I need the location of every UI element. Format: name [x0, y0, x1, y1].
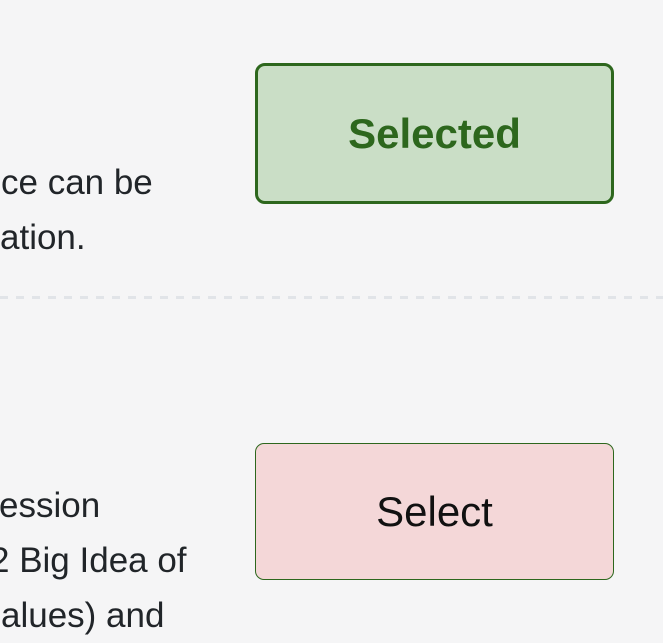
row-divider — [0, 296, 663, 299]
option-1-description: ce can be ation. — [0, 155, 153, 265]
selected-button[interactable]: Selected — [255, 63, 614, 204]
option-2-description-line-1: ession — [0, 486, 101, 525]
option-1-description-line-1: ce can be — [1, 163, 153, 202]
option-2-description-line-3: alues) and — [1, 596, 165, 635]
select-button[interactable]: Select — [255, 443, 614, 580]
option-1-description-line-2: ation. — [0, 218, 86, 257]
option-2-description: ession 2 Big Idea of alues) and — [0, 478, 187, 643]
option-2-description-line-2: 2 Big Idea of — [0, 541, 187, 580]
